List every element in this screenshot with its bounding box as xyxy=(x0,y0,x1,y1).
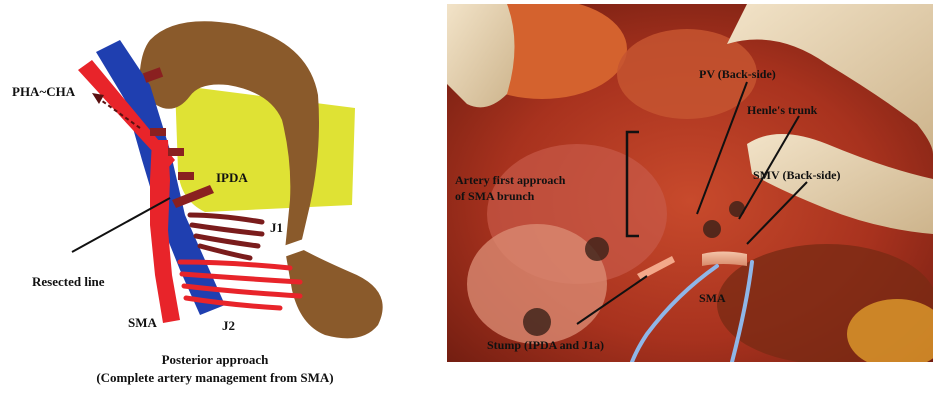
label-j2: J2 xyxy=(222,318,235,333)
label-pv: PV (Back-side) xyxy=(699,67,776,81)
label-resected-line: Resected line xyxy=(32,274,105,289)
diagram-svg: PHA~CHA IPDA J1 Resected line SMA J2 xyxy=(0,0,430,350)
label-j1: J1 xyxy=(270,220,283,235)
clot xyxy=(703,220,721,238)
label-pha-cha: PHA~CHA xyxy=(12,84,76,99)
posterior-approach-diagram: PHA~CHA IPDA J1 Resected line SMA J2 Pos… xyxy=(0,0,430,400)
artery-stub xyxy=(178,172,194,180)
clot xyxy=(523,308,551,336)
label-henle: Henle's trunk xyxy=(747,103,818,117)
label-ipda: IPDA xyxy=(216,170,248,185)
label-sma-photo: SMA xyxy=(699,291,726,305)
diagram-caption-subtitle: (Complete artery management from SMA) xyxy=(0,370,430,386)
label-smv: SMV (Back-side) xyxy=(753,168,840,182)
artery-stub xyxy=(168,148,184,156)
clot xyxy=(585,237,609,261)
label-artery-first-2: of SMA brunch xyxy=(455,189,535,203)
artery-stub xyxy=(150,128,166,136)
surgical-photo: PV (Back-side) Henle's trunk SMV (Back-s… xyxy=(447,4,933,362)
label-stump: Stump (IPDA and J1a) xyxy=(487,338,604,352)
diagram-caption-title: Posterior approach xyxy=(0,352,430,368)
label-artery-first-1: Artery first approach xyxy=(455,173,566,187)
label-sma: SMA xyxy=(128,315,158,330)
photo-svg: PV (Back-side) Henle's trunk SMV (Back-s… xyxy=(447,4,933,362)
glove-finger xyxy=(447,4,515,107)
pale-vessel xyxy=(702,252,747,267)
